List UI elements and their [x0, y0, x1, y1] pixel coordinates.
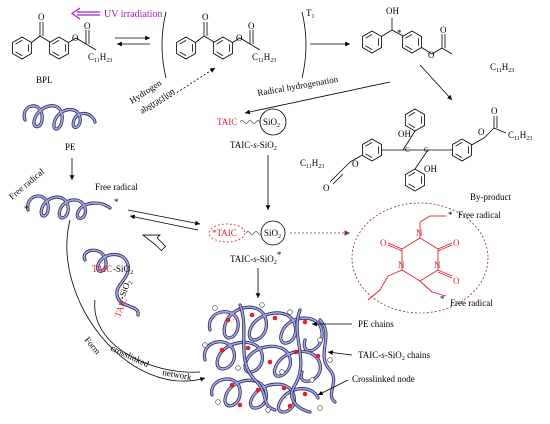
form-network-curve-inner	[94, 299, 201, 373]
taic-o-left: O	[380, 238, 387, 248]
free-radical-label-right: Free radical	[95, 182, 138, 192]
sio2-particle-top	[259, 108, 287, 136]
by-product-chain-left: C11H23	[300, 158, 324, 170]
taic-s-sio2-caption-top: TAIC-s-SiO2	[230, 140, 277, 152]
taic-linker-top	[239, 120, 261, 124]
by-product-oh-bottom: OH	[424, 164, 437, 174]
ketyl-ester-o: O	[428, 50, 435, 60]
by-product-carbonyl-o-left: O	[323, 183, 330, 193]
to-by-product-arrow	[419, 64, 453, 101]
free-radical-label-top: Free radical	[458, 210, 501, 220]
by-product-oh-top: OH	[398, 129, 411, 139]
taic-label-intermediate-1: TAIC	[92, 264, 112, 274]
taic-n-left: N	[398, 260, 405, 270]
bpl-ester-carbonyl-o: O	[84, 21, 91, 31]
excited-chain-label: C11H23	[252, 52, 276, 64]
pe-coil	[22, 104, 97, 131]
radical-hydrogenation-arrow	[244, 81, 391, 115]
excited-carbonyl-o: O	[202, 12, 209, 22]
pe-radical-star-left: *	[24, 204, 29, 214]
uv-label: UV irradiation	[104, 9, 162, 20]
taic-star-bottom: *	[440, 294, 445, 304]
ketyl-radical-star: *	[397, 28, 402, 38]
taic-o-upper-right: O	[453, 238, 460, 248]
bpl-carbonyl-o: O	[38, 12, 45, 22]
by-product-c-left: C	[405, 146, 410, 154]
ketyl-oh: OH	[386, 6, 399, 16]
crosslinked-node-pointer	[317, 379, 349, 396]
form-label: Form	[82, 335, 102, 356]
ketyl-chain-label: C11H23	[490, 62, 514, 74]
crosslink-nodes	[219, 312, 321, 409]
crosslinked-node-label: Crosslinked node	[352, 374, 415, 384]
bpl-ester-o: O	[72, 33, 79, 43]
taic-star-top: *	[448, 210, 453, 220]
by-product-chain-right: C11H23	[508, 130, 532, 142]
excited-ester-carbonyl-o: O	[248, 21, 255, 31]
by-product-label: By-product	[470, 192, 511, 202]
taic-chains-pointer	[327, 350, 353, 356]
sio2-particles-network	[202, 302, 333, 413]
taic-label-top: TAIC	[217, 117, 237, 127]
excited-bpl-molecule	[161, 11, 307, 79]
taic-radical-label: *TAIC	[212, 228, 237, 238]
form-network-curve-outer	[66, 219, 206, 382]
bpl-chain-label: C11H23	[88, 52, 112, 64]
excitation-equilibrium-arrow	[115, 35, 150, 47]
pe-taic-intermediate-coil	[82, 248, 140, 317]
by-product-o-left: O	[352, 159, 359, 169]
pe-radical-coil	[26, 194, 112, 220]
taic-chains-label: TAIC-s-SiO2 chains	[358, 350, 431, 362]
pe-label: PE	[65, 142, 76, 152]
uv-arrow	[70, 7, 100, 20]
by-product-carbonyl-o-right: O	[491, 106, 498, 116]
crosslinked-label: crosslinked	[109, 343, 151, 370]
bpl-molecule	[12, 22, 97, 60]
taic-linker-middle	[245, 231, 263, 235]
excited-ester-o: O	[236, 33, 243, 43]
sio2-label-top: SiO2	[263, 117, 280, 129]
hydrogen-abstraction-arrow	[149, 67, 216, 111]
taic-structure-callout	[351, 202, 489, 314]
radical-equilibrium-arrow	[127, 209, 201, 231]
free-radical-label-bottom: Free radical	[450, 298, 493, 308]
taic-n-top: N	[416, 228, 423, 238]
ketyl-radical-molecule	[362, 18, 453, 55]
pe-chains-label: PE chains	[358, 319, 394, 329]
crosslinked-network	[202, 303, 337, 414]
by-product-molecule	[329, 108, 507, 192]
taic-o-lower-right: O	[453, 276, 460, 286]
taic-n-right: N	[434, 260, 441, 270]
radical-hydrogenation-label: Radical hydrogenation	[257, 74, 340, 98]
hollow-down-arrow	[141, 234, 167, 252]
taic-structure	[367, 215, 453, 301]
sio2-label-middle: SiO2	[264, 228, 281, 240]
by-product-o-right: O	[478, 127, 485, 137]
taic-radical-highlight	[208, 223, 246, 243]
bpl-label: BPL	[36, 75, 53, 85]
taic-s-sio2-intermediate-1: -SiO2	[113, 264, 133, 276]
taic-s-sio2-caption-middle: TAIC-s-SiO2*	[230, 250, 282, 266]
network-label: network	[162, 367, 193, 382]
pe-radical-star-right: *	[114, 197, 119, 207]
sio2-particle-middle	[260, 220, 286, 246]
t1-label: T1	[306, 8, 315, 20]
taic-s-sio2-intermediate-2: -SiO2	[116, 278, 134, 301]
by-product-c-right: C	[424, 146, 429, 154]
ketyl-ester-carbonyl-o: O	[440, 25, 447, 35]
